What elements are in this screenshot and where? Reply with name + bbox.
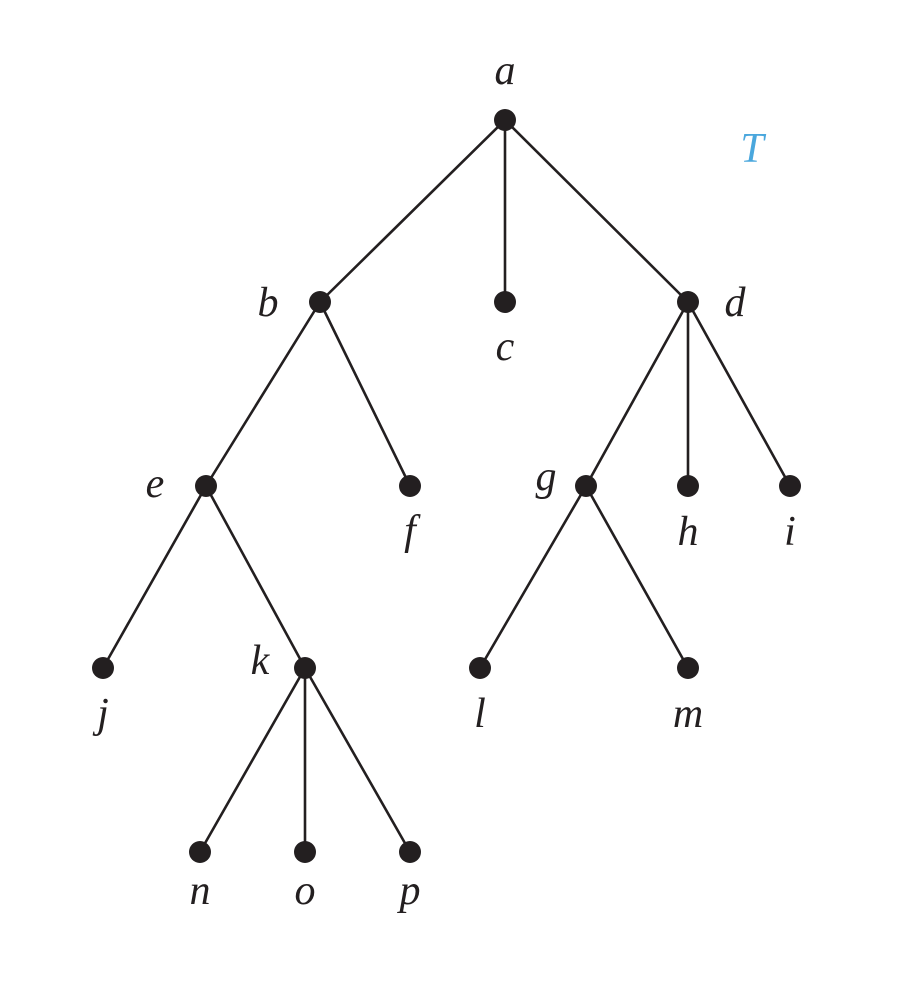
node-label-h: h xyxy=(678,509,699,555)
node-e xyxy=(195,475,217,497)
node-g xyxy=(575,475,597,497)
edge-e-k xyxy=(204,484,307,670)
node-label-p: p xyxy=(397,868,421,914)
node-label-g: g xyxy=(536,454,557,500)
edge-k-p xyxy=(303,666,412,854)
node-label-i: i xyxy=(784,509,796,555)
node-label-d: d xyxy=(725,280,747,326)
edge-a-b xyxy=(318,118,507,304)
edge-d-i xyxy=(686,300,792,488)
node-label-e: e xyxy=(146,461,165,507)
edge-layer xyxy=(101,118,792,854)
edge-b-e xyxy=(204,300,322,488)
node-f xyxy=(399,475,421,497)
node-b xyxy=(309,291,331,313)
node-o xyxy=(294,841,316,863)
node-p xyxy=(399,841,421,863)
node-k xyxy=(294,657,316,679)
node-label-b: b xyxy=(258,280,279,326)
edge-a-d xyxy=(503,118,690,304)
node-i xyxy=(779,475,801,497)
edge-k-n xyxy=(198,666,307,854)
node-h xyxy=(677,475,699,497)
label-layer: a b c d e f g h i j k l m n o p xyxy=(92,48,796,914)
node-label-c: c xyxy=(496,324,515,370)
node-label-k: k xyxy=(251,638,271,684)
node-label-m: m xyxy=(673,691,703,737)
node-a xyxy=(494,109,516,131)
node-n xyxy=(189,841,211,863)
edge-e-j xyxy=(101,484,208,670)
node-label-o: o xyxy=(295,868,316,914)
edge-g-l xyxy=(478,484,588,670)
node-label-n: n xyxy=(190,868,211,914)
node-m xyxy=(677,657,699,679)
node-l xyxy=(469,657,491,679)
edge-b-f xyxy=(318,300,412,488)
node-c xyxy=(494,291,516,313)
node-d xyxy=(677,291,699,313)
node-label-a: a xyxy=(495,48,516,94)
edge-d-g xyxy=(584,300,690,488)
node-label-l: l xyxy=(474,691,486,737)
node-label-j: j xyxy=(92,691,109,737)
node-layer xyxy=(92,109,801,863)
edge-g-m xyxy=(584,484,690,670)
node-label-f: f xyxy=(404,508,421,554)
node-j xyxy=(92,657,114,679)
tree-name-label: T xyxy=(740,126,766,172)
